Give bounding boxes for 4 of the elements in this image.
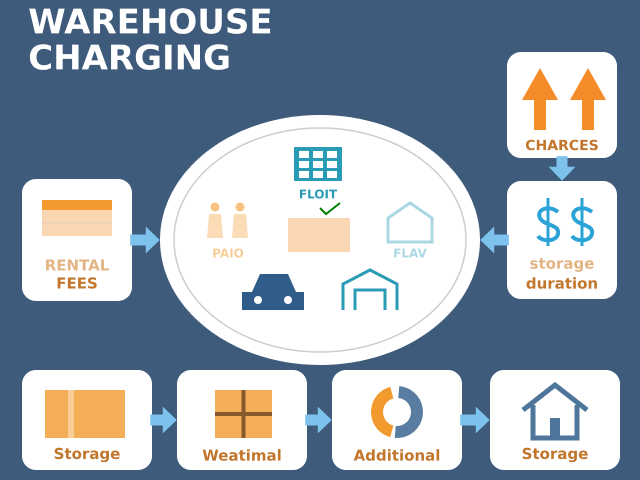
circle-panel: FLOIT PAIO FLAV: [160, 115, 480, 365]
duration-card: storage duration: [507, 181, 617, 299]
title: WAREHOUSE CHARGING: [29, 8, 270, 70]
process-box: Storage: [490, 370, 620, 470]
